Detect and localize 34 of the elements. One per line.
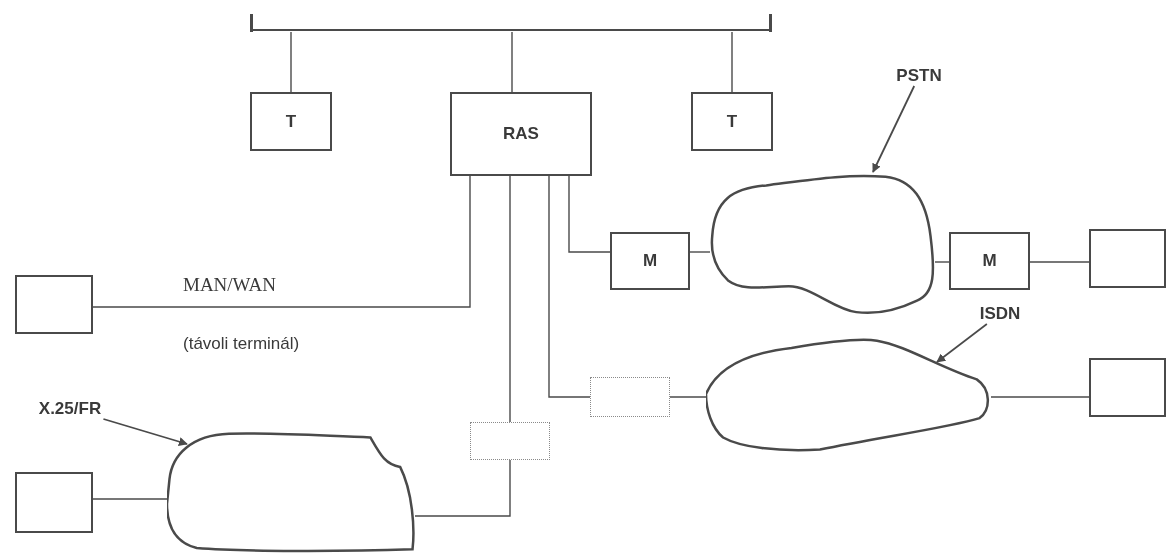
connector-line bbox=[1029, 261, 1090, 263]
connector-line bbox=[414, 459, 511, 517]
bus-line bbox=[250, 14, 772, 32]
server-box: RAS bbox=[450, 92, 592, 176]
host-box bbox=[1089, 229, 1166, 288]
adapter-box bbox=[590, 377, 670, 417]
connector-line bbox=[92, 175, 471, 308]
modem-box: M bbox=[610, 232, 690, 290]
network-label: PSTN bbox=[884, 66, 954, 86]
leader-arrow bbox=[872, 85, 916, 173]
leader-arrow bbox=[936, 323, 988, 363]
network-label: X.25/FR bbox=[18, 399, 122, 419]
adapter-box bbox=[470, 422, 550, 460]
connector-line bbox=[290, 31, 292, 93]
connector-line bbox=[934, 261, 950, 263]
note-text: (távoli terminál) bbox=[183, 334, 300, 354]
terminal-box: T bbox=[691, 92, 773, 151]
host-box bbox=[1089, 358, 1166, 417]
connector-line bbox=[669, 396, 707, 398]
connector-line bbox=[990, 396, 1090, 398]
connector-line bbox=[731, 31, 733, 93]
modem-box: M bbox=[949, 232, 1030, 290]
connector-line bbox=[511, 31, 513, 93]
host-box bbox=[15, 275, 93, 334]
leader-arrow bbox=[102, 418, 188, 446]
connector-line bbox=[568, 175, 611, 253]
connector-line bbox=[548, 175, 591, 398]
network-label: ISDN bbox=[965, 304, 1035, 324]
connector-line bbox=[92, 498, 168, 500]
connector-line bbox=[689, 251, 711, 253]
terminal-box: T bbox=[250, 92, 332, 151]
connector-line bbox=[509, 175, 511, 423]
network-cloud bbox=[167, 430, 415, 553]
host-box bbox=[15, 472, 93, 533]
